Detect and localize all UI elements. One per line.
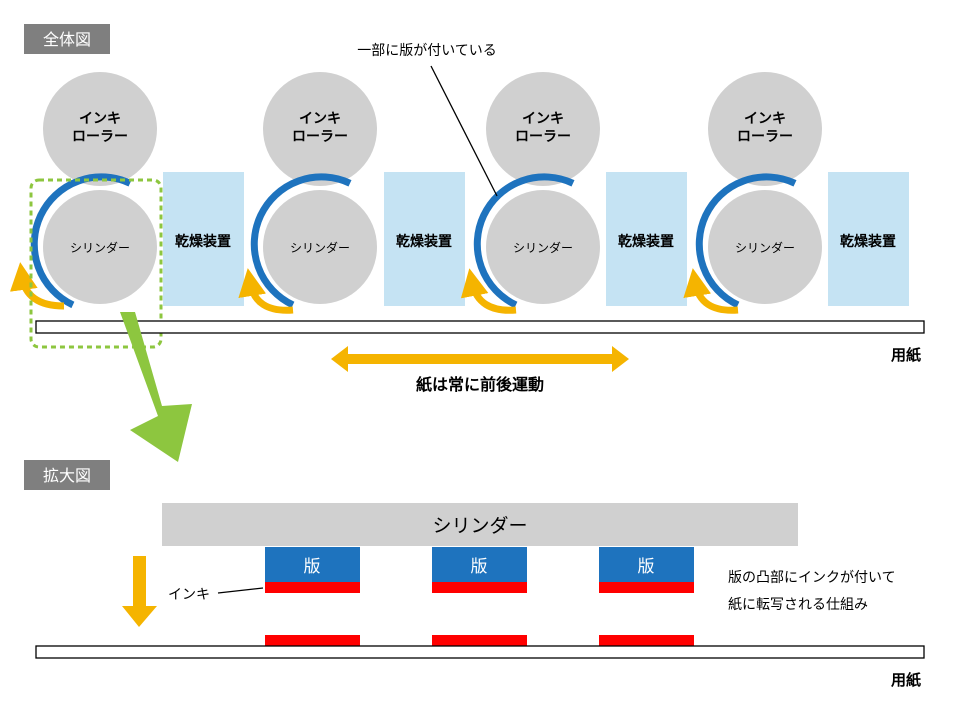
ink-roller-label-line1: インキ xyxy=(522,111,564,127)
cylinder-label: シリンダー xyxy=(70,240,130,255)
transferred-ink xyxy=(599,635,694,646)
ink-roller-label-line1: インキ xyxy=(79,111,121,127)
paper-label: 用紙 xyxy=(891,346,921,364)
plate-label: 版 xyxy=(304,557,321,577)
plate-2: 版 xyxy=(432,547,527,646)
ink-roller-label-line2: ローラー xyxy=(72,129,128,145)
press-down-arrow xyxy=(122,556,157,627)
zoom-description-line2: 紙に転写される仕組み xyxy=(728,597,868,613)
cylinder xyxy=(486,190,600,304)
ink-roller xyxy=(263,72,377,186)
cylinder xyxy=(43,190,157,304)
overview-section-label: 全体図 xyxy=(43,30,91,49)
rotation-arrow xyxy=(9,262,65,310)
dryer-label: 乾燥装置 xyxy=(618,233,674,250)
zoom-highlight-box xyxy=(29,178,163,349)
printing-plate-arc xyxy=(250,173,352,309)
ink-roller-label-line1: インキ xyxy=(299,111,341,127)
rotation-arrow xyxy=(460,268,517,314)
plate-block xyxy=(599,547,694,582)
station-4: インキ ローラー シリンダー 乾燥装置 xyxy=(683,72,909,314)
zoom-section-tag: 拡大図 xyxy=(24,460,110,490)
dryer xyxy=(606,172,687,306)
ink-roller xyxy=(486,72,600,186)
ink-leader xyxy=(217,587,264,594)
cylinder-label: シリンダー xyxy=(513,240,573,255)
cylinder xyxy=(263,190,377,304)
overview-section-tag: 全体図 xyxy=(24,24,110,54)
paper-motion-label: 紙は常に前後運動 xyxy=(416,375,544,394)
ink-roller xyxy=(43,72,157,186)
zoom-description-line1: 版の凸部にインクが付いて xyxy=(728,570,896,586)
station-1: インキ ローラー シリンダー 乾燥装置 xyxy=(9,72,244,310)
plate-1: 版 xyxy=(265,547,360,646)
zoom-paper-label: 用紙 xyxy=(891,671,921,689)
dryer xyxy=(384,172,465,306)
ink-roller-label-line2: ローラー xyxy=(515,129,571,145)
ink-roller-label-line2: ローラー xyxy=(292,129,348,145)
plate-callout-leader xyxy=(430,65,498,197)
rotation-arrow xyxy=(683,268,739,314)
printing-plate-arc xyxy=(30,173,132,309)
ink-roller xyxy=(708,72,822,186)
transferred-ink xyxy=(432,635,527,646)
dryer xyxy=(828,172,909,306)
plate-ink-layer xyxy=(599,582,694,593)
zoom-cylinder-bar xyxy=(162,503,798,546)
dryer-label: 乾燥装置 xyxy=(175,233,231,250)
printing-plate-arc xyxy=(473,173,575,309)
transferred-ink xyxy=(265,635,360,646)
cylinder-label: シリンダー xyxy=(735,240,795,255)
zoom-paper-strip xyxy=(35,645,925,659)
plate-block xyxy=(432,547,527,582)
plate-block xyxy=(265,547,360,582)
printing-plate-arc xyxy=(695,173,797,309)
rotation-arrow xyxy=(238,268,294,314)
zoom-section-label: 拡大図 xyxy=(43,466,91,485)
station-2: インキ ローラー シリンダー 乾燥装置 xyxy=(238,72,465,314)
zoom-cylinder-label: シリンダー xyxy=(432,515,527,537)
ink-roller-label-line2: ローラー xyxy=(737,129,793,145)
cylinder xyxy=(708,190,822,304)
plate-label: 版 xyxy=(638,557,655,577)
zoom-arrow xyxy=(120,312,192,462)
plate-3: 版 xyxy=(599,547,694,646)
ink-label: インキ xyxy=(168,587,210,603)
paper-motion-arrow xyxy=(331,346,629,372)
plate-callout-label: 一部に版が付いている xyxy=(357,43,497,59)
plate-label: 版 xyxy=(471,557,488,577)
station-3: インキ ローラー シリンダー 乾燥装置 xyxy=(460,72,687,314)
paper-strip xyxy=(35,320,925,334)
cylinder-label: シリンダー xyxy=(290,240,350,255)
dryer xyxy=(163,172,244,306)
plate-ink-layer xyxy=(265,582,360,593)
dryer-label: 乾燥装置 xyxy=(840,233,896,250)
dryer-label: 乾燥装置 xyxy=(396,233,452,250)
plate-ink-layer xyxy=(432,582,527,593)
ink-roller-label-line1: インキ xyxy=(744,111,786,127)
